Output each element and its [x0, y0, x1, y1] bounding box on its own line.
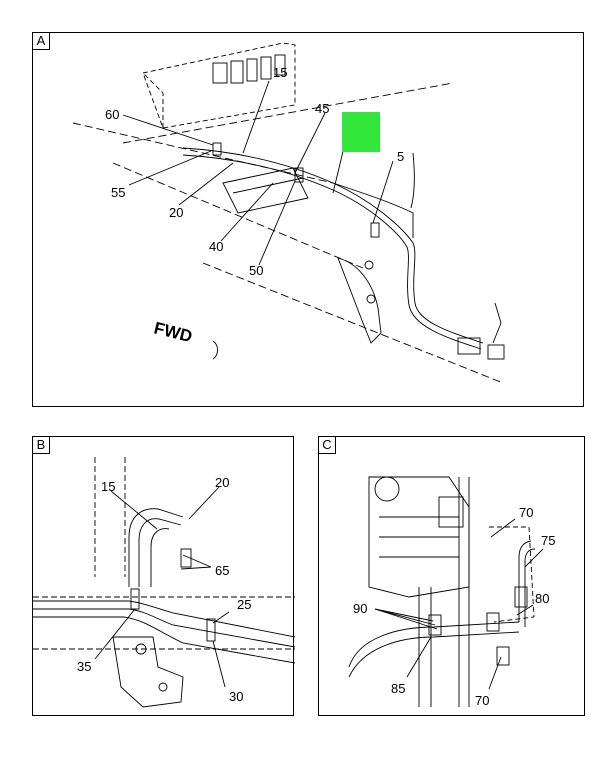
fwd-label: FWD — [152, 318, 194, 346]
view-b-label: B — [33, 437, 50, 454]
callout-70-bottom: 70 — [475, 693, 489, 708]
callout-15: 15 — [101, 479, 115, 494]
view-c-drawing: 70 75 90 80 85 70 — [348, 476, 555, 708]
view-b-panel: B — [32, 436, 295, 716]
callout-15: 15 — [273, 65, 287, 80]
callout-50: 50 — [249, 263, 263, 278]
view-b-drawing: 15 20 65 25 35 30 — [33, 457, 295, 708]
view-c-label: C — [319, 437, 336, 454]
callout-25: 25 — [237, 597, 251, 612]
callout-90: 90 — [353, 601, 367, 616]
highlighted-callout-box — [342, 112, 380, 152]
view-a-label: A — [33, 33, 50, 50]
callout-75: 75 — [541, 533, 555, 548]
callout-5: 5 — [397, 149, 404, 164]
callout-70-top: 70 — [519, 505, 533, 520]
callout-55: 55 — [111, 185, 125, 200]
callout-35: 35 — [77, 659, 91, 674]
callout-20: 20 — [169, 205, 183, 220]
callout-40: 40 — [209, 239, 223, 254]
callout-85: 85 — [391, 681, 405, 696]
callout-65: 65 — [215, 563, 229, 578]
callout-20: 20 — [215, 475, 229, 490]
callout-80: 80 — [535, 591, 549, 606]
callout-30: 30 — [229, 689, 243, 704]
view-a-drawing: 60 15 45 10 5 55 20 40 50 FWD — [72, 42, 505, 384]
view-c-panel: C — [318, 436, 585, 716]
callout-45: 45 — [315, 101, 329, 116]
view-a-panel: A — [32, 32, 584, 407]
callout-60: 60 — [105, 107, 119, 122]
